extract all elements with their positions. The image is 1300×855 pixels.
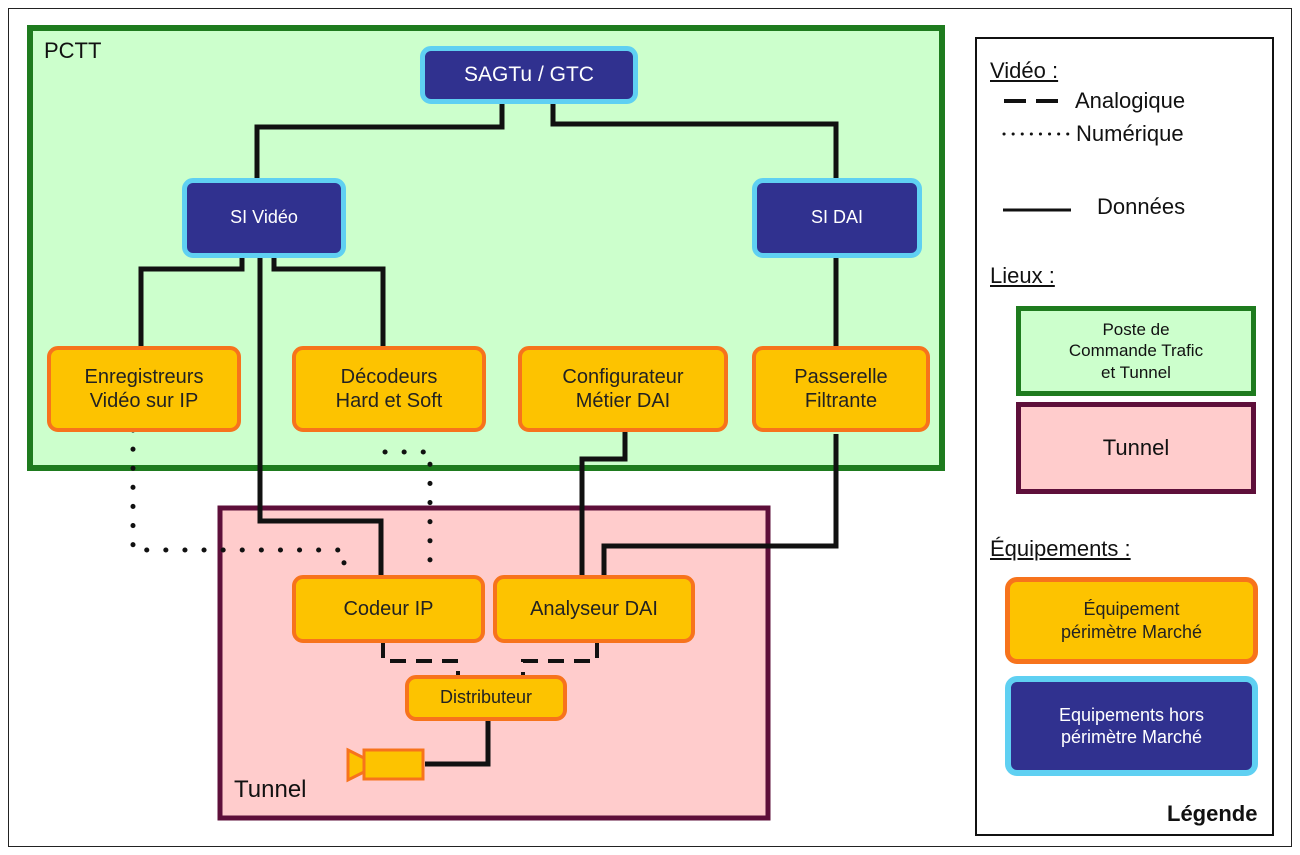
node-si-video: SI Vidéo (182, 178, 346, 258)
node-sagtu-gtc: SAGTu / GTC (420, 46, 638, 104)
legend-analogique-label: Analogique (1075, 88, 1186, 113)
node-configurateur: Configurateur Métier DAI (518, 346, 728, 432)
link-sivideo-enregistreurs (138, 257, 245, 348)
data-links (138, 104, 839, 767)
link-codeur-distributeur (381, 642, 460, 677)
link-configurateur-analyseur (579, 431, 628, 577)
camera-icon (346, 747, 425, 783)
tunnel-zone (217, 505, 771, 821)
tunnel-label: Tunnel (234, 776, 307, 803)
legend-equipement-hors-marche-box: Equipements hors périmètre Marché (1005, 676, 1258, 776)
link-sagtu-sivideo (254, 104, 505, 180)
analog-links (381, 642, 599, 677)
node-enregistreurs: Enregistreurs Vidéo sur IP (47, 346, 241, 432)
link-sivideo-decodeurs (271, 257, 386, 348)
link-sagtu-sidai (550, 104, 839, 180)
legend-tunnel-box: Tunnel (1016, 402, 1256, 494)
link-sivideo-codeur (257, 257, 384, 577)
legend-equipement-marche-box: Équipement périmètre Marché (1005, 577, 1258, 664)
pctt-label: PCTT (44, 38, 102, 63)
link-camera-distributeur (425, 720, 491, 767)
node-analyseur-dai: Analyseur DAI (493, 575, 695, 643)
outer-frame (8, 8, 1292, 847)
legend-equipements-heading: Équipements : (990, 536, 1131, 561)
legend-title: Légende (1167, 801, 1258, 826)
link-passerelle-analyseur (601, 434, 839, 577)
node-decodeurs: Décodeurs Hard et Soft (292, 346, 486, 432)
legend-poste-commande-box: Poste de Commande Trafic et Tunnel (1016, 306, 1256, 396)
legend-donnees-label: Données (1097, 194, 1186, 219)
legend-video-heading: Vidéo : (990, 58, 1059, 83)
node-si-dai: SI DAI (752, 178, 922, 258)
legend-lieux-heading: Lieux : (990, 263, 1055, 288)
node-codeur-ip: Codeur IP (292, 575, 485, 643)
node-passerelle: Passerelle Filtrante (752, 346, 930, 432)
legend-numerique-label: Numérique (1076, 121, 1184, 146)
link-analyseur-distributeur (521, 642, 599, 677)
node-distributeur: Distributeur (405, 675, 567, 721)
